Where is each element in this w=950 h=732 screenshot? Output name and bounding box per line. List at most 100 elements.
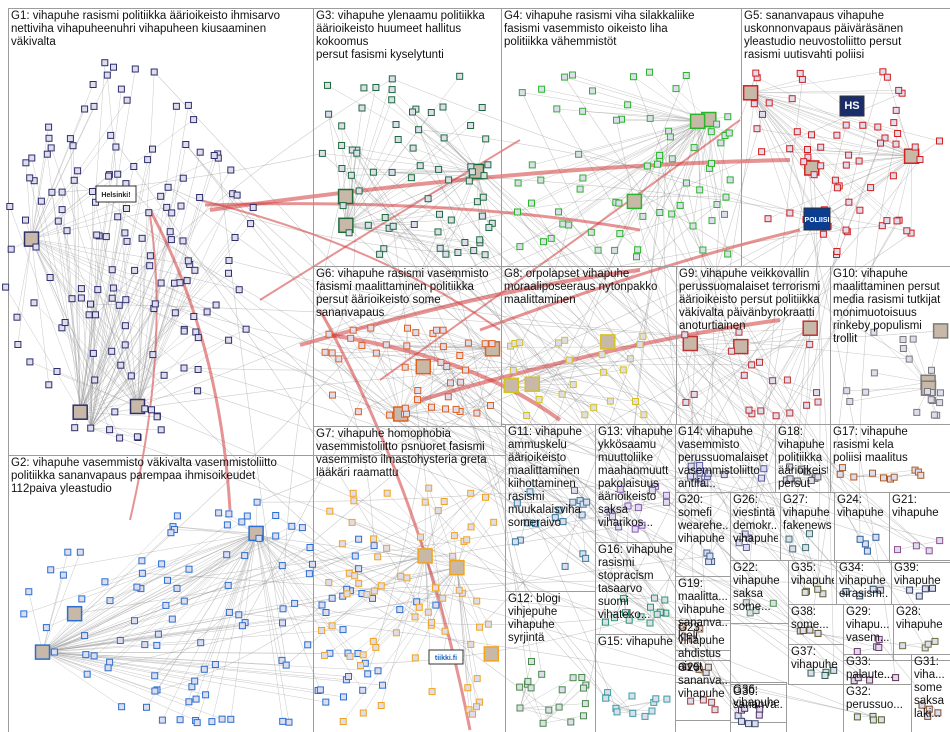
graph-node	[899, 345, 907, 352]
internal-edge	[627, 502, 667, 507]
graph-node	[786, 463, 794, 471]
internal-edge	[345, 225, 486, 255]
inter-group-edge	[760, 142, 881, 412]
graph-node	[325, 330, 333, 338]
graph-node	[63, 227, 71, 235]
graph-node	[724, 250, 732, 258]
graph-node	[624, 502, 632, 510]
weighted-edge	[329, 333, 562, 422]
graph-node	[735, 539, 743, 547]
graph-node	[468, 168, 476, 176]
group-label-g38: G38: some...	[791, 606, 829, 631]
graph-node	[394, 136, 402, 143]
inter-group-edge	[341, 125, 617, 709]
graph-node	[309, 560, 316, 568]
graph-node	[930, 411, 938, 419]
graph-node	[665, 127, 673, 135]
graph-node	[158, 716, 166, 724]
internal-edge	[90, 354, 154, 429]
graph-node	[628, 692, 636, 700]
graph-node	[830, 666, 838, 674]
internal-edge	[167, 533, 257, 581]
graph-node	[26, 174, 34, 182]
graph-node	[369, 168, 377, 176]
graph-node	[403, 574, 411, 582]
internal-edge	[865, 382, 929, 393]
graph-node	[600, 334, 616, 350]
graph-node	[188, 683, 196, 691]
graph-node	[167, 529, 175, 537]
graph-node	[353, 149, 361, 157]
graph-node	[913, 408, 921, 416]
internal-edge	[690, 331, 740, 344]
graph-node	[602, 618, 609, 626]
inter-group-edge	[470, 155, 660, 528]
internal-edge	[609, 495, 667, 513]
graph-node	[682, 72, 690, 79]
graph-node	[379, 681, 386, 689]
group-label-g34: G34: vihapuhe eirasism...	[839, 562, 889, 600]
graph-node	[121, 322, 129, 330]
inter-group-edge	[324, 352, 693, 640]
internal-edge	[456, 567, 489, 625]
graph-node	[127, 372, 135, 380]
internal-edge	[659, 119, 710, 213]
inter-group-edge	[110, 135, 417, 602]
inter-group-edge	[95, 78, 393, 316]
internal-edge	[376, 353, 402, 415]
graph-node	[322, 609, 330, 616]
group-label-g1: G1: vihapuhe rasismi politiikka äärioike…	[11, 10, 281, 48]
internal-edge	[740, 327, 811, 347]
internal-edge	[354, 555, 426, 577]
inter-group-edge	[479, 209, 825, 628]
graph-node	[211, 661, 219, 668]
graph-node	[351, 572, 359, 580]
inter-group-edge	[406, 413, 920, 597]
internal-edge	[79, 299, 127, 413]
graph-node	[326, 507, 334, 515]
graph-node	[225, 510, 233, 518]
graph-node	[115, 301, 123, 309]
group-label-g12: G12: blogi vihjepuhe vihapuhe syrjintä	[508, 593, 561, 644]
internal-edge	[42, 555, 356, 653]
graph-node	[915, 592, 923, 600]
graph-node	[78, 595, 86, 603]
graph-node	[182, 141, 190, 148]
inter-group-edge	[167, 479, 787, 581]
graph-node	[561, 562, 569, 570]
graph-node	[788, 95, 796, 103]
internal-edge	[42, 642, 201, 653]
graph-node	[428, 688, 436, 696]
group-label-g6: G6: vihapuhe rasismi vasemmisto fasismi …	[316, 268, 489, 319]
graph-node	[411, 613, 419, 621]
graph-node	[613, 708, 621, 716]
internal-edge	[519, 703, 586, 709]
graph-node	[918, 701, 926, 709]
graph-node	[101, 59, 109, 67]
internal-edge	[756, 128, 912, 157]
graph-node	[443, 363, 451, 370]
graph-node	[114, 170, 122, 178]
graph-node	[374, 667, 382, 675]
graph-node	[765, 99, 773, 107]
graph-node	[138, 569, 146, 577]
graph-node	[454, 249, 462, 256]
graph-node	[401, 363, 409, 371]
graph-node	[842, 161, 850, 169]
graph-node	[613, 116, 620, 124]
graph-node	[555, 208, 562, 216]
internal-edge	[31, 239, 50, 385]
internal-edge	[42, 651, 379, 672]
node-badge-box	[95, 185, 137, 203]
graph-node	[106, 426, 114, 434]
internal-edge	[31, 239, 110, 430]
graph-node	[117, 361, 125, 369]
internal-edge	[542, 689, 563, 724]
node-layer	[2, 59, 949, 728]
graph-node	[928, 366, 935, 374]
inter-group-edge	[167, 187, 870, 681]
internal-edge	[616, 119, 698, 122]
graph-node	[867, 184, 875, 192]
graph-node	[758, 148, 766, 156]
graph-node	[648, 707, 656, 715]
